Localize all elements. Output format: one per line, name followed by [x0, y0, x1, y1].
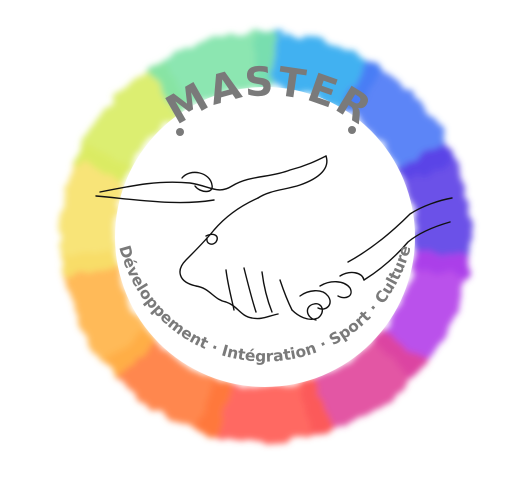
ring-segment — [145, 32, 276, 116]
ring-segment — [339, 58, 456, 182]
ring-segment — [60, 250, 157, 380]
title-bullet-left — [176, 128, 184, 136]
handshake-icon — [95, 155, 453, 321]
ring-segment — [197, 378, 333, 442]
inner-disc — [115, 87, 415, 387]
rainbow-ring — [60, 32, 471, 442]
ring-segment — [397, 142, 471, 277]
title-bullet-right — [348, 126, 356, 134]
ring-segment — [299, 329, 427, 437]
